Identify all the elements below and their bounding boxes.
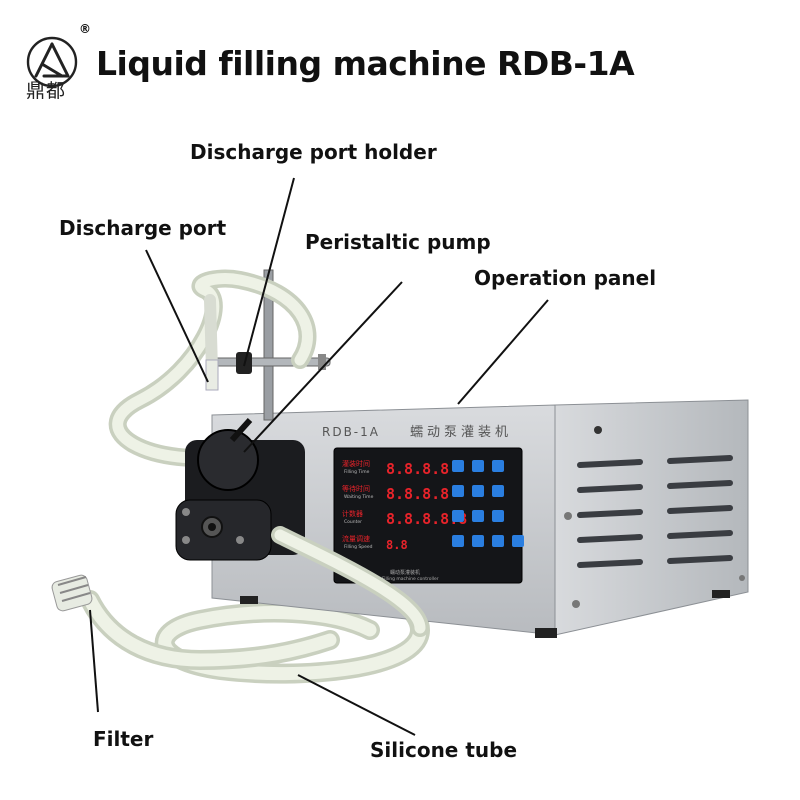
filter (51, 574, 93, 612)
panel-row-label: 等待时间 (342, 484, 370, 493)
label-silicone-tube: Silicone tube (370, 738, 518, 762)
panel-key-button (472, 460, 484, 472)
panel-key-button (452, 510, 464, 522)
callout-lines (89, 177, 549, 736)
model-plate-text: RDB-1A (322, 425, 380, 439)
panel-key-button (452, 485, 464, 497)
registered-mark: ® (79, 22, 91, 36)
label-discharge-port-holder: Discharge port holder (190, 140, 437, 164)
panel-row-sublabel: Filling Time (344, 469, 370, 475)
panel-row-label: 流量调速 (342, 534, 370, 543)
panel-row-label: 灌装时间 (342, 459, 370, 468)
panel-key-button (512, 535, 524, 547)
label-operation-panel: Operation panel (474, 266, 657, 290)
panel-key-button (472, 485, 484, 497)
panel-led-display: 8.8.8.8.8 (386, 510, 467, 528)
label-filter: Filter (93, 727, 154, 751)
logo-text: 鼎都 (26, 80, 67, 102)
page-title: Liquid filling machine RDB-1A (96, 44, 635, 83)
panel-key-button (492, 485, 504, 497)
panel-row-sublabel: Counter (344, 519, 362, 525)
discharge-port-nozzle (205, 359, 219, 391)
panel-key-button (452, 460, 464, 472)
panel-key-button (492, 535, 504, 547)
panel-row-label: 计数器 (342, 509, 363, 518)
panel-key-button (472, 535, 484, 547)
panel-led-display: 8.8 (386, 538, 408, 552)
side-vents (577, 455, 733, 568)
label-discharge-port: Discharge port (59, 216, 227, 240)
panel-led-display: 8.8.8.8 (386, 460, 449, 478)
panel-footer-en: Filling machine controller (382, 576, 439, 582)
panel-footer-cn: 蠕动泵灌装机 (390, 569, 420, 576)
chinese-plate-text: 蠕动泵灌装机 (410, 425, 512, 440)
lower-tube (271, 526, 429, 637)
panel-key-button (472, 510, 484, 522)
panel-led-display: 8.8.8.8 (386, 485, 449, 503)
label-peristaltic-pump: Peristaltic pump (305, 230, 491, 254)
brand-logo-icon (26, 36, 78, 88)
panel-key-button (492, 460, 504, 472)
panel-row-sublabel: Filling Speed (344, 544, 373, 550)
peristaltic-pump (175, 417, 305, 561)
panel-row-sublabel: Waiting Time (344, 494, 374, 500)
upper-tube (108, 269, 317, 468)
panel-key-button (452, 535, 464, 547)
panel-key-button (492, 510, 504, 522)
